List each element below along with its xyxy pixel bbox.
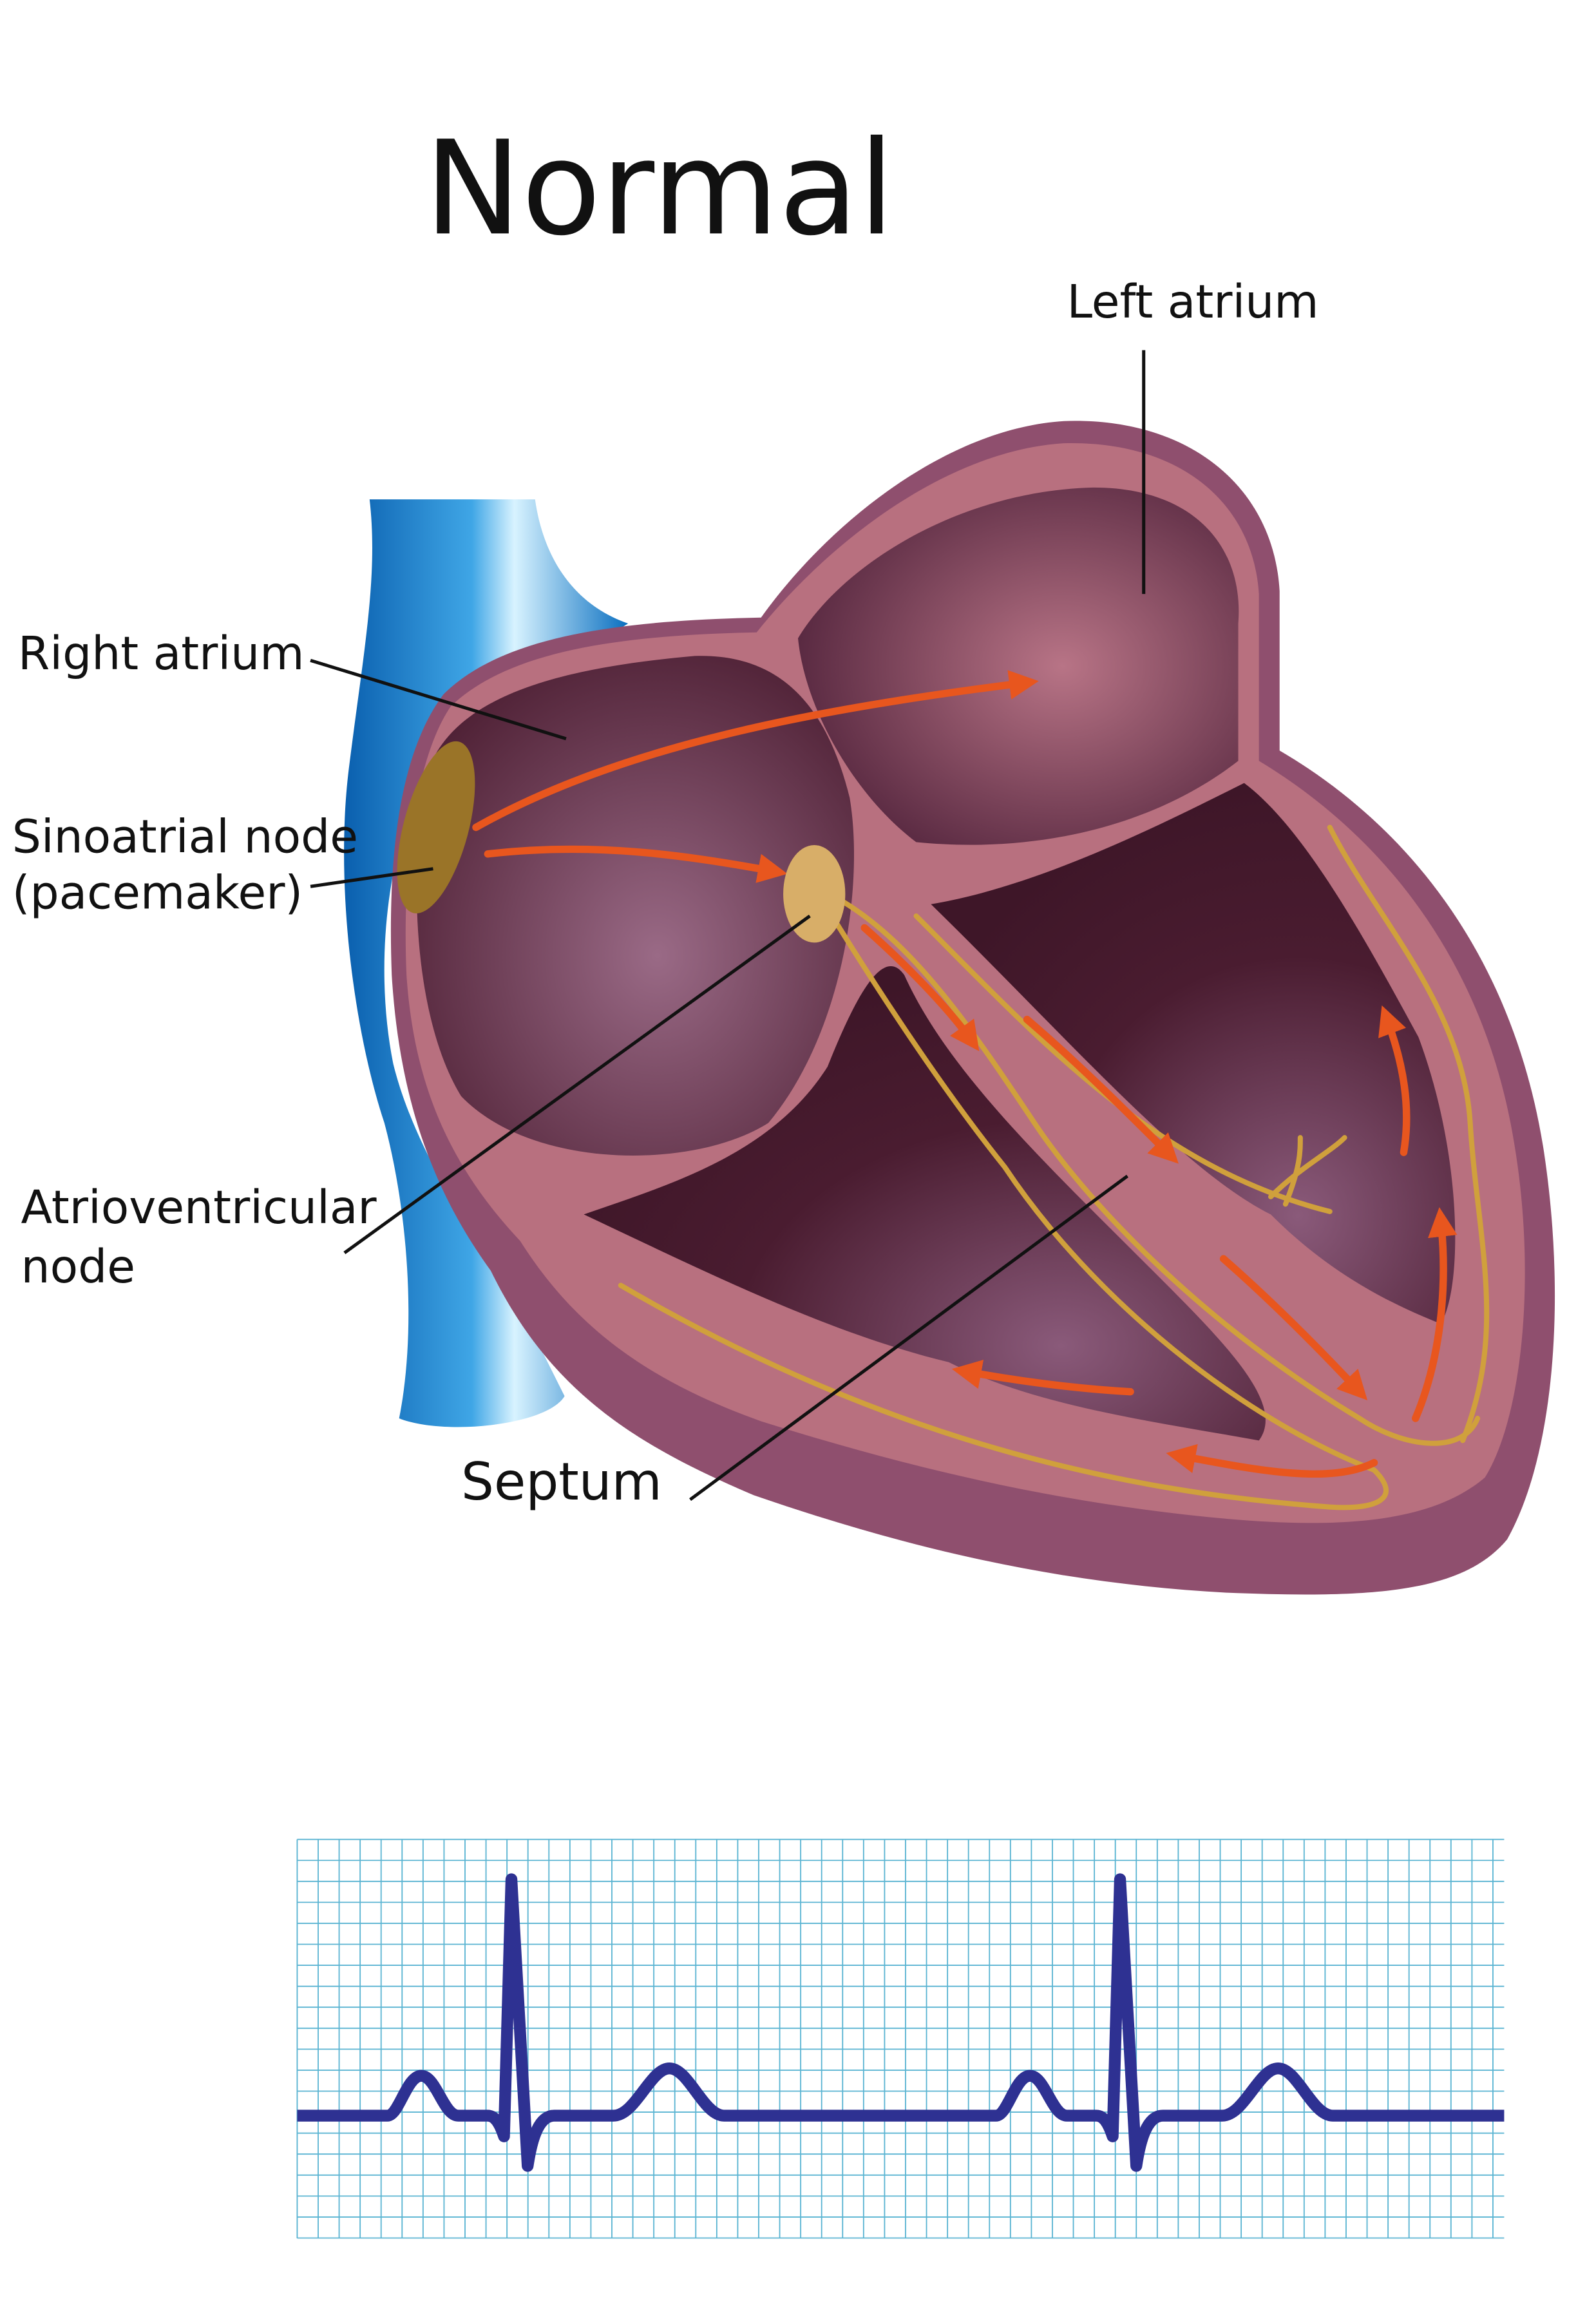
right-ventricle-chamber: [584, 966, 1266, 1441]
superior-vena-cava: [344, 499, 629, 1427]
ecg-trace: [297, 1873, 1505, 2172]
leader-line-atrioventricular-node: [343, 915, 811, 1255]
right-atrium-chamber: [416, 656, 854, 1156]
left-ventricle-chamber: [931, 783, 1456, 1324]
left-atrium-chamber: [798, 487, 1239, 845]
atrioventricular-node: [783, 845, 846, 943]
label-septum: Septum: [461, 1451, 662, 1512]
leader-line-right-atrium: [310, 658, 567, 741]
leader-line-sinoatrial-node: [310, 867, 433, 888]
label-sinoatrial-node: Sinoatrial node: [12, 810, 358, 863]
ecg-grid: [296, 1838, 1505, 2239]
label-node: node: [21, 1240, 135, 1293]
label-right-atrium: Right atrium: [18, 627, 305, 680]
label-atrioventricular: Atrioventricular: [21, 1181, 377, 1234]
diagram-title: Normal: [424, 113, 895, 264]
label-left-atrium: Left atrium: [1067, 275, 1318, 329]
heart: [390, 421, 1555, 1595]
label-pacemaker: (pacemaker): [12, 866, 303, 920]
ecg-strip: [296, 1838, 1505, 2239]
leader-line-septum: [689, 1174, 1128, 1501]
